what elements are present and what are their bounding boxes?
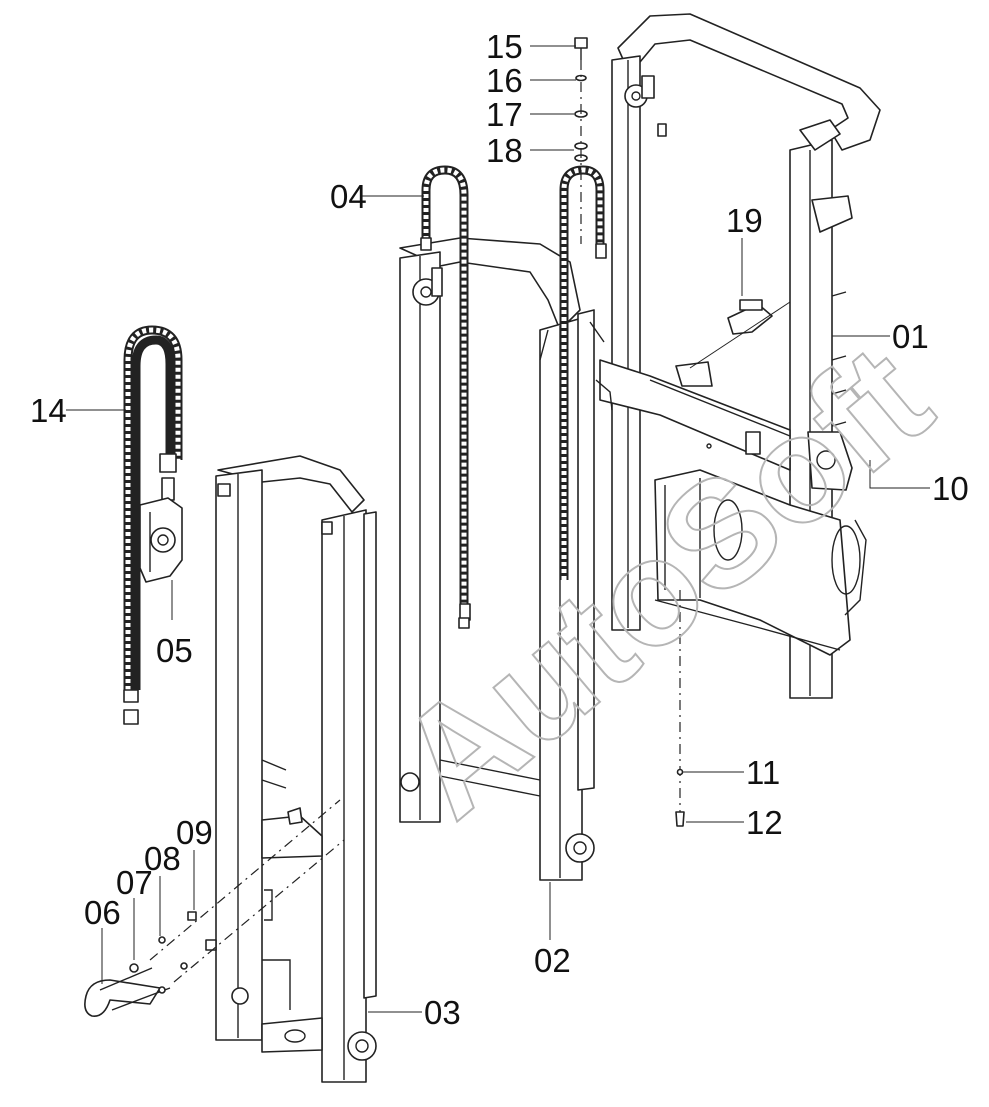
callout-16: 16 [486, 62, 523, 99]
outer-mast [595, 13, 881, 699]
callout-06: 06 [84, 894, 121, 931]
chain-14-assembly [123, 325, 183, 725]
inner-mast [215, 455, 377, 1083]
callout-labels: 15 16 17 18 04 19 01 14 10 05 11 09 12 0… [30, 28, 969, 1031]
chain-04 [420, 165, 607, 629]
callout-04: 04 [330, 178, 367, 215]
callout-11: 11 [746, 754, 780, 791]
callout-10: 10 [932, 470, 969, 507]
bracket-19 [675, 299, 791, 387]
callout-09: 09 [176, 814, 213, 851]
callout-07: 07 [116, 864, 153, 901]
callout-02: 02 [534, 942, 571, 979]
leader-lines [66, 45, 930, 1013]
callout-17: 17 [486, 96, 523, 133]
callout-01: 01 [892, 318, 929, 355]
callout-15: 15 [486, 28, 523, 65]
bolt-stack-top [574, 37, 588, 244]
callout-12: 12 [746, 804, 783, 841]
callout-14: 14 [30, 392, 67, 429]
callout-08: 08 [144, 840, 181, 877]
callout-18: 18 [486, 132, 523, 169]
callout-03: 03 [424, 994, 461, 1031]
intermediate-mast [399, 237, 605, 881]
callout-05: 05 [156, 632, 193, 669]
callout-19: 19 [726, 202, 763, 239]
pin-hardware [84, 799, 345, 1017]
